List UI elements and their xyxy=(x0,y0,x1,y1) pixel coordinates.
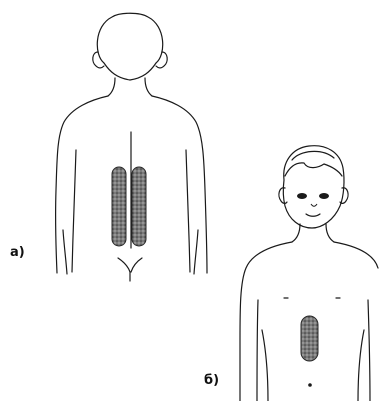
front-right-inner-arm xyxy=(368,300,370,401)
back-head xyxy=(97,13,162,80)
label-b: б) xyxy=(204,373,219,388)
child-back-figure xyxy=(56,13,207,281)
back-right-inner-arm xyxy=(186,150,190,272)
front-nose xyxy=(311,204,317,206)
back-right-outline xyxy=(152,96,207,273)
child-front-figure xyxy=(240,146,378,401)
back-left-outline xyxy=(56,96,108,273)
front-right-outline xyxy=(334,242,378,268)
front-patch xyxy=(301,316,318,361)
back-patches xyxy=(112,167,146,246)
front-hair xyxy=(285,163,342,176)
front-mouth xyxy=(306,214,320,216)
back-left-inner-arm xyxy=(72,150,76,272)
front-navel xyxy=(308,383,312,387)
front-left-eye xyxy=(297,193,307,199)
label-a: а) xyxy=(10,245,25,260)
front-face xyxy=(297,193,329,206)
front-left-outline xyxy=(240,242,292,401)
back-neck xyxy=(108,78,115,96)
front-right-eye xyxy=(319,193,329,199)
back-patch-left xyxy=(112,167,126,246)
back-gluteal-cleft xyxy=(118,258,142,281)
front-neck xyxy=(292,224,300,242)
back-patch-right xyxy=(132,167,146,246)
front-left-inner-arm xyxy=(257,300,258,401)
